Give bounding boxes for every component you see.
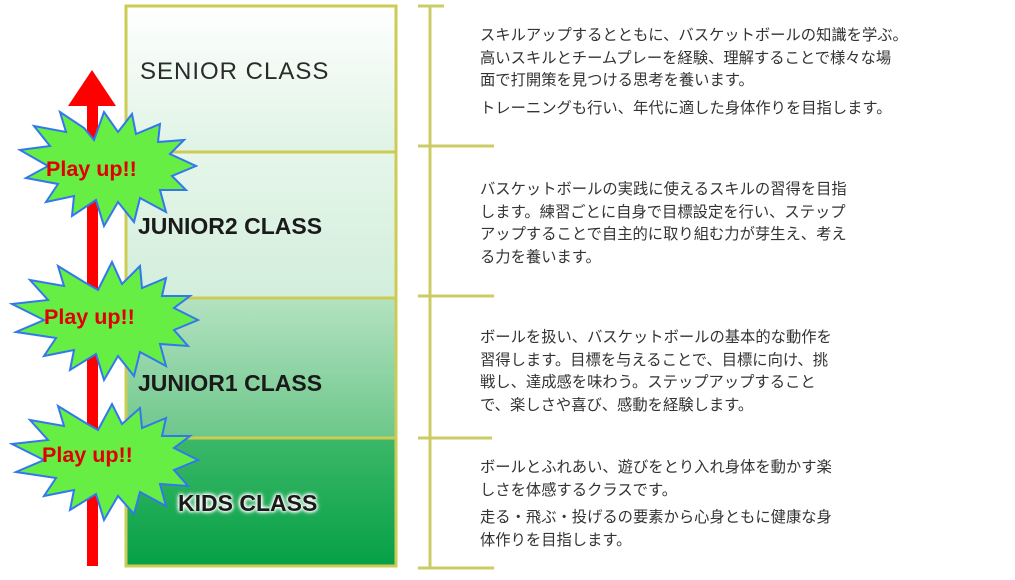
arrow-head xyxy=(68,70,116,106)
junior2-description-line: します。練習ごとに自身で目標設定を行い、ステップ xyxy=(480,202,846,221)
senior-description: スキルアップするとともに、バスケットボールの知識を学ぶ。 高いスキルとチームプレ… xyxy=(480,24,908,119)
senior-class-label: SENIOR CLASS xyxy=(140,58,330,85)
junior2-description-line: アップすることで自主的に取り組む力が芽生え、考え xyxy=(480,225,847,243)
junior1-class-label: JUNIOR1 CLASS xyxy=(138,370,323,396)
burst-middle: Play up!! xyxy=(8,259,201,383)
junior1-description-line: で、楽しさや喜び、感動を経験します。 xyxy=(480,395,754,414)
kids-description-line: ボールとふれあい、遊びをとり入れ身体を動かす楽 xyxy=(480,458,832,476)
junior1-description: ボールを扱い、バスケットボールの基本的な動作を 習得します。目標を与えることで、… xyxy=(480,326,832,416)
burst-bottom: Play up!! xyxy=(8,401,201,523)
senior-description-line: トレーニングも行い、年代に適した身体作りを目指します。 xyxy=(480,98,892,117)
senior-description-line: 面で打開策を見つける思考を養います。 xyxy=(480,71,754,89)
kids-description-line: 走る・飛ぶ・投げるの要素から心身ともに健康な身 xyxy=(480,508,832,526)
kids-description-line: しさを体感するクラスです。 xyxy=(480,480,678,499)
playup-middle-text: Play up!! xyxy=(44,305,135,329)
brackets xyxy=(418,4,494,570)
junior1-description-line: 習得します。目標を与えることで、目標に向け、挑 xyxy=(480,350,829,369)
junior2-description-line: る力を養います。 xyxy=(480,247,601,266)
playup-top-text: Play up!! xyxy=(46,157,137,181)
junior2-description: バスケットボールの実践に使えるスキルの習得を目指 します。練習ごとに自身で目標設… xyxy=(480,178,847,268)
junior2-description-line: バスケットボールの実践に使えるスキルの習得を目指 xyxy=(480,180,847,198)
junior2-class-label: JUNIOR2 CLASS xyxy=(138,213,323,239)
kids-description: ボールとふれあい、遊びをとり入れ身体を動かす楽 しさを体感するクラスです。 走る… xyxy=(480,456,832,551)
kids-description-line: 体作りを目指します。 xyxy=(480,530,632,549)
burst-top: Play up!! xyxy=(16,109,199,229)
junior1-description-line: ボールを扱い、バスケットボールの基本的な動作を xyxy=(480,328,832,346)
junior1-description-line: 戦し、達成感を味わう。ステップアップすること xyxy=(480,373,816,391)
playup-bottom-text: Play up!! xyxy=(42,443,133,467)
senior-description-line: 高いスキルとチームプレーを経験、理解することで様々な場 xyxy=(480,48,892,67)
senior-description-line: スキルアップするとともに、バスケットボールの知識を学ぶ。 xyxy=(480,26,908,44)
senior-box xyxy=(124,4,398,154)
kids-class-label: KIDS CLASS xyxy=(178,490,318,516)
